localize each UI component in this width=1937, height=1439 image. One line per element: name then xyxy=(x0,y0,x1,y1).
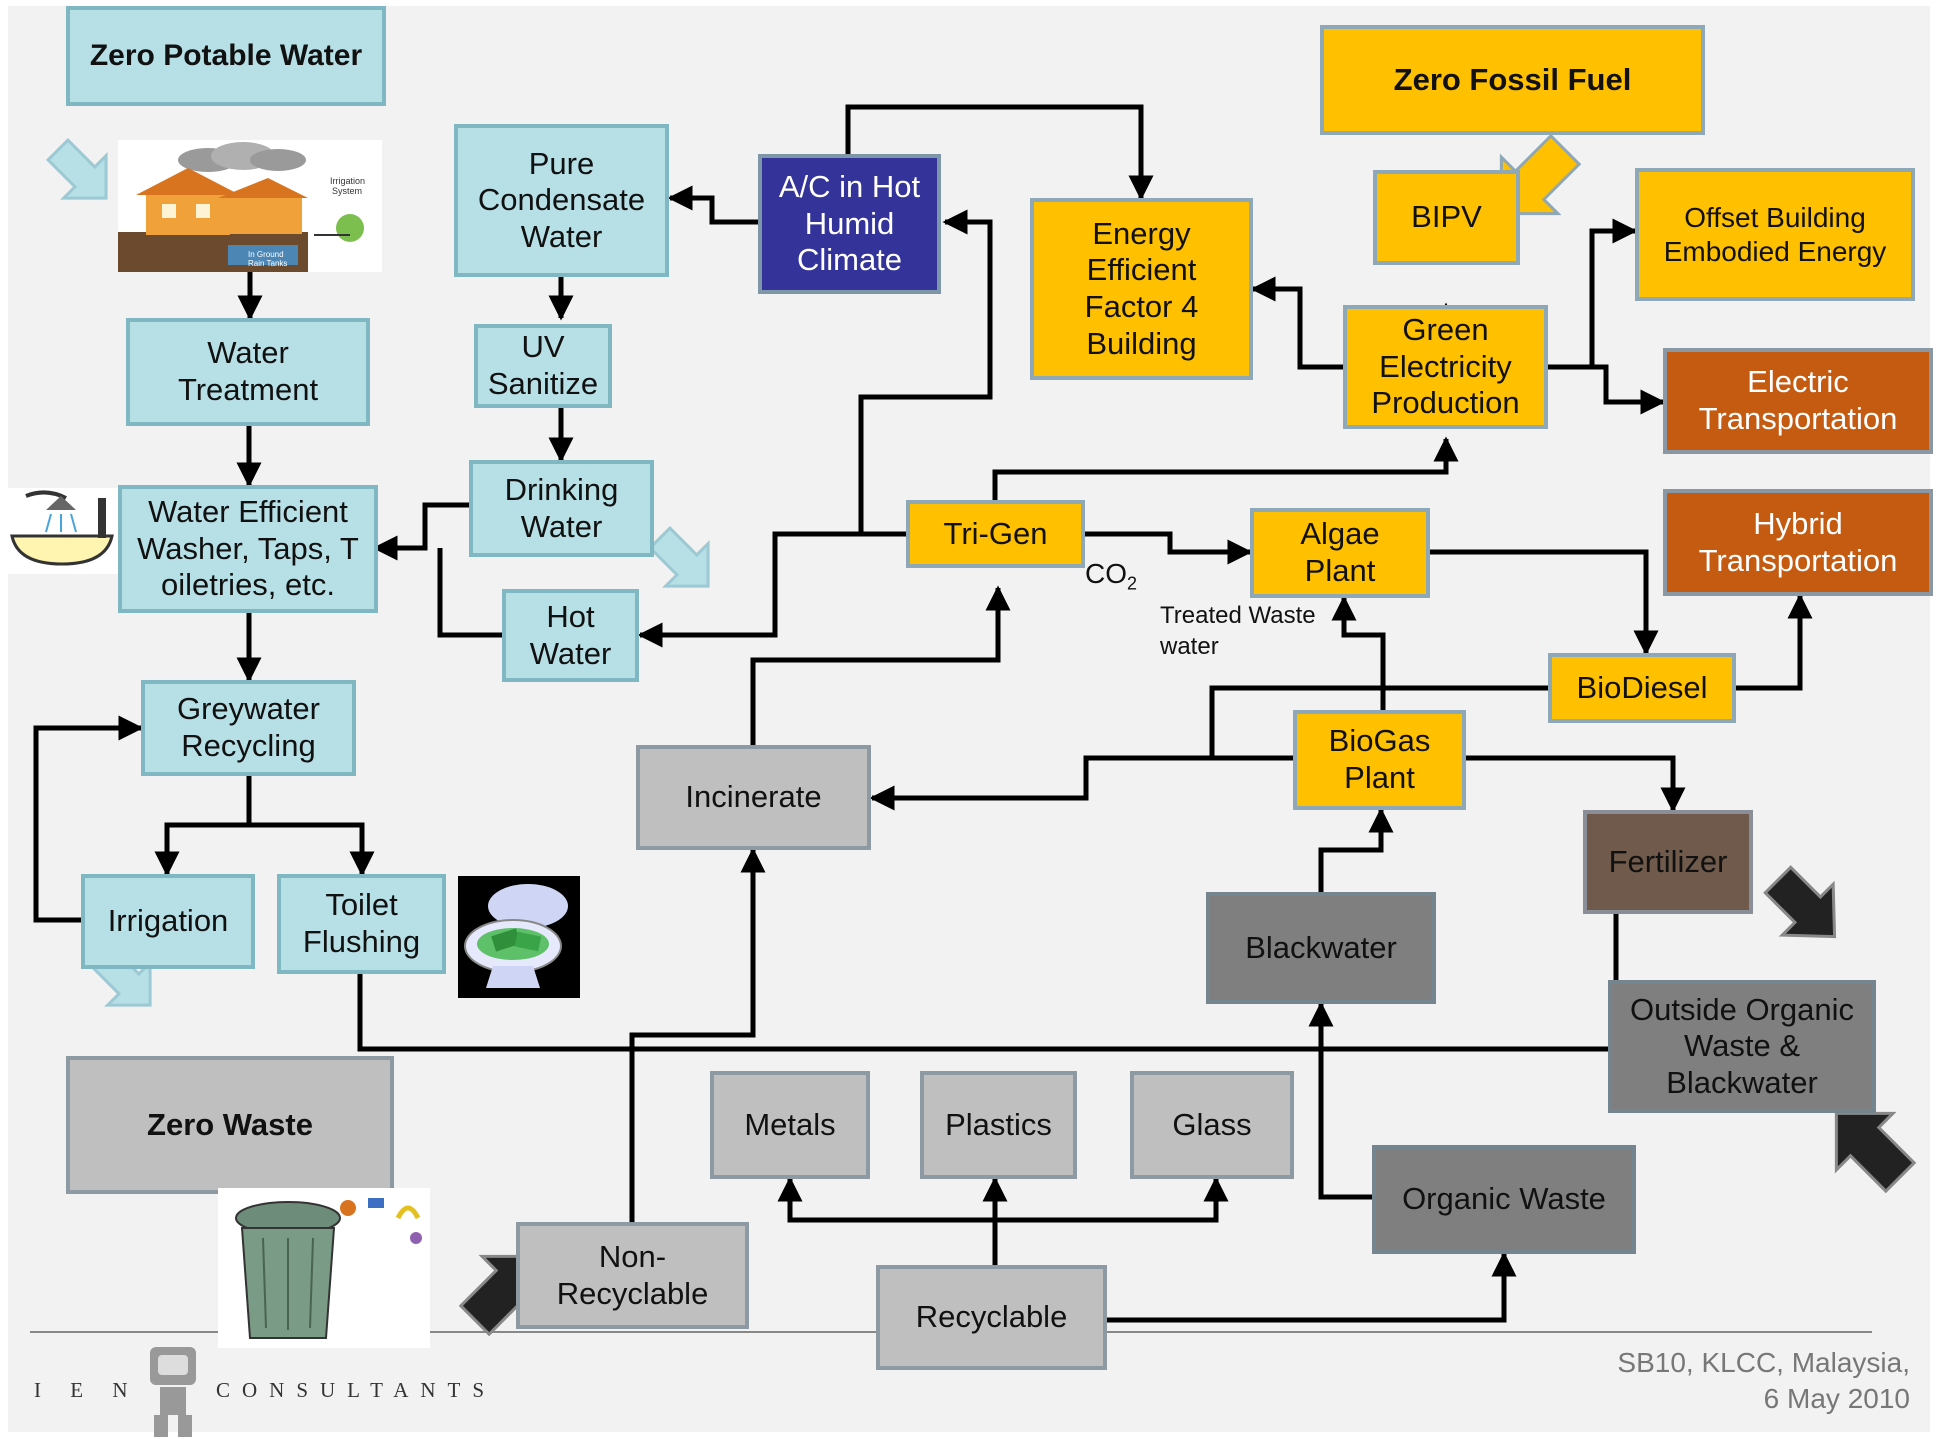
node-hot-water: Hot Water xyxy=(502,589,639,682)
connector xyxy=(154,770,252,877)
connector xyxy=(1331,595,1386,712)
node-recyclable: Recyclable xyxy=(876,1265,1107,1370)
node-water-efficient: Water Efficient Washer, Taps, T oiletrie… xyxy=(118,485,378,613)
connector xyxy=(1250,276,1347,370)
logo-right-text: CONSULTANTS xyxy=(216,1378,497,1402)
node-blackwater: Blackwater xyxy=(1206,892,1436,1004)
node-energy-efficient-building: Energy Efficient Factor 4 Building xyxy=(1030,198,1253,380)
connector xyxy=(869,755,1301,811)
node-glass: Glass xyxy=(1130,1071,1294,1179)
node-non-recyclable: Non- Recyclable xyxy=(516,1222,749,1329)
connector xyxy=(777,1176,998,1265)
connector xyxy=(992,436,1459,500)
logo-left-text: I E N xyxy=(34,1378,140,1402)
connector xyxy=(1430,549,1659,656)
connector xyxy=(437,548,502,638)
connector xyxy=(1308,1001,1377,1200)
irrigation-system-caption: Irrigation xyxy=(330,176,365,186)
node-electric-transportation: Electric Transportation xyxy=(1663,348,1933,454)
node-bipv: BIPV xyxy=(1373,170,1520,265)
connector xyxy=(1466,755,1686,813)
rain-tanks-caption-2: Rain Tanks xyxy=(248,259,287,268)
node-pure-condensate-water: Pure Condensate Water xyxy=(454,124,669,277)
connector xyxy=(249,822,375,877)
connector xyxy=(1548,218,1638,370)
connector xyxy=(637,531,910,648)
node-greywater-recycling: Greywater Recycling xyxy=(141,680,356,776)
connector xyxy=(372,502,472,561)
connector xyxy=(1106,1251,1517,1323)
connector xyxy=(33,715,144,923)
treated-waste-water-label: Treated Waste water xyxy=(1160,602,1316,661)
node-metals: Metals xyxy=(710,1071,870,1179)
connector xyxy=(995,1176,1229,1223)
node-algae-plant: Algae Plant xyxy=(1250,508,1430,598)
co2-text: CO xyxy=(1085,558,1127,589)
connector xyxy=(629,847,766,1222)
node-fertilizer: Fertilizer xyxy=(1583,810,1753,914)
node-plastics: Plastics xyxy=(920,1071,1077,1179)
connector xyxy=(357,971,1616,1052)
connector xyxy=(1209,685,1556,758)
node-ac-hot-humid-climate: A/C in Hot Humid Climate xyxy=(758,154,941,294)
connector xyxy=(1318,807,1394,892)
robot-logo-icon xyxy=(150,1347,196,1437)
connector xyxy=(1736,593,1813,691)
connector xyxy=(667,185,762,225)
cyan-arrow-icon xyxy=(647,525,710,588)
trash-can-icon xyxy=(218,1188,430,1348)
node-irrigation: Irrigation xyxy=(81,874,255,969)
rain-tanks-caption: In Ground xyxy=(248,250,284,259)
node-green-electricity-production: Green Electricity Production xyxy=(1343,305,1548,429)
node-outside-organic-waste-blackwater: Outside Organic Waste & Blackwater xyxy=(1608,980,1876,1113)
node-biogas-plant: BioGas Plant xyxy=(1293,710,1466,810)
co2-label: CO2 xyxy=(1085,556,1137,596)
co2-subscript: 2 xyxy=(1127,573,1138,594)
black-arrow-icon xyxy=(1763,865,1837,939)
node-water-treatment: Water Treatment xyxy=(126,318,370,426)
node-hybrid-transportation: Hybrid Transportation xyxy=(1663,489,1933,596)
node-uv-sanitize: UV Sanitize xyxy=(474,324,612,408)
node-offset-building-embodied-energy: Offset Building Embodied Energy xyxy=(1635,168,1915,301)
connector xyxy=(845,104,1154,201)
event-info-text: SB10, KLCC, Malaysia, 6 May 2010 xyxy=(1617,1347,1910,1415)
node-incinerate: Incinerate xyxy=(636,745,871,850)
node-organic-waste: Organic Waste xyxy=(1372,1145,1636,1254)
node-drinking-water: Drinking Water xyxy=(469,460,654,557)
header-zero-waste: Zero Waste xyxy=(66,1056,394,1194)
connector xyxy=(1085,531,1253,565)
irrigation-system-caption-2: System xyxy=(332,186,362,196)
connector xyxy=(750,585,1011,745)
node-toilet-flushing: Toilet Flushing xyxy=(277,874,446,974)
black-arrow-icon xyxy=(1834,1111,1917,1194)
node-tri-gen: Tri-Gen xyxy=(906,500,1085,568)
node-biodiesel: BioDiesel xyxy=(1548,653,1736,723)
header-zero-potable-water: Zero Potable Water xyxy=(66,6,386,106)
connector xyxy=(858,209,993,534)
toilet-money-icon xyxy=(458,876,580,998)
house-rainwater-illustration: Irrigation System In Ground Rain Tanks xyxy=(118,140,382,272)
header-zero-fossil-fuel: Zero Fossil Fuel xyxy=(1320,25,1705,135)
bathtub-icon xyxy=(6,488,118,574)
cyan-arrow-icon xyxy=(45,137,108,200)
connector xyxy=(1592,364,1666,415)
